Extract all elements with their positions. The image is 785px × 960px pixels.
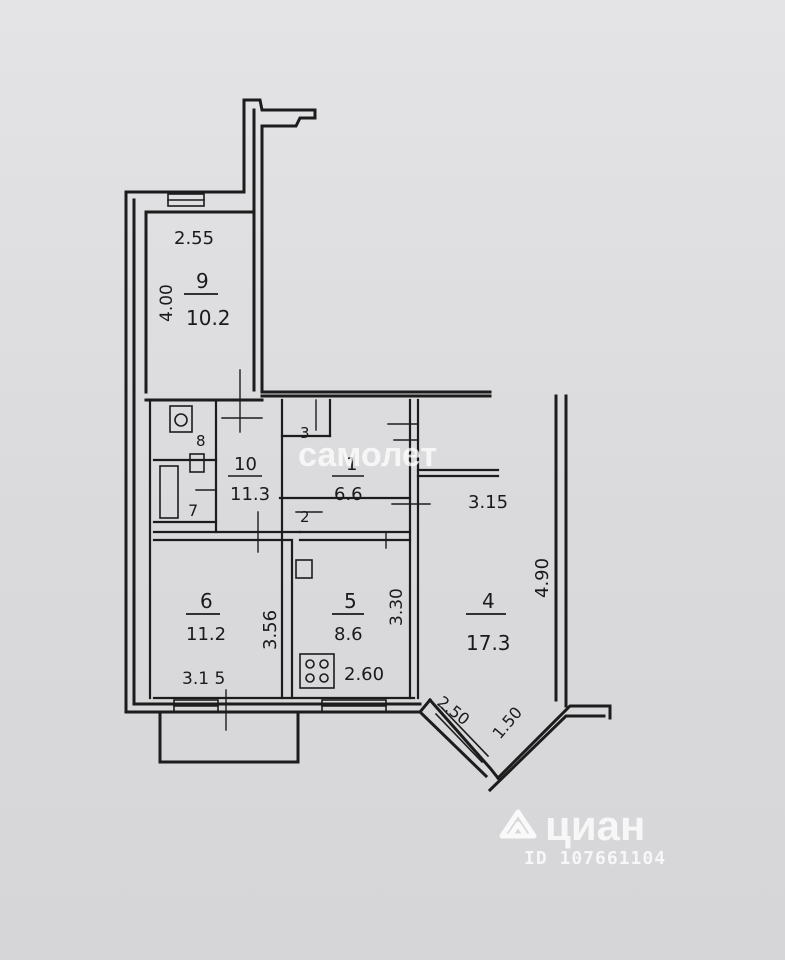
room-4-area: 17.3 — [466, 631, 511, 655]
samolet-watermark: самолет — [298, 436, 438, 474]
dim-room9-length: 4.00 — [157, 284, 177, 322]
dim-room4-width: 3.15 — [468, 492, 508, 513]
dim-room5-width: 2.60 — [344, 664, 384, 685]
room-6-number: 6 — [200, 589, 213, 613]
dim-bay-side-a: 2.50 — [434, 692, 474, 729]
room-4-number: 4 — [482, 589, 495, 613]
dim-room6-length: 3.56 — [260, 610, 281, 650]
listing-id-watermark: ID 107661104 — [524, 848, 667, 869]
room-9-area: 10.2 — [186, 306, 231, 330]
dim-bay-side-b: 1.50 — [489, 703, 526, 743]
room-10-area: 11.3 — [230, 484, 270, 505]
outer-walls — [124, 98, 612, 793]
cian-logo-icon — [499, 809, 537, 839]
room-3-number: 3 — [300, 424, 310, 442]
fixtures — [159, 405, 335, 689]
interior-walls — [148, 398, 500, 700]
room-5-area: 8.6 — [334, 624, 363, 645]
room-9-number: 9 — [196, 269, 209, 293]
room-labels: 9 10.2 10 11.3 1 6.6 6 11.2 5 8.6 4 17.3… — [184, 269, 511, 655]
room-8-number: 8 — [196, 432, 206, 450]
room-6-area: 11.2 — [186, 624, 226, 645]
dim-room6-width: 3.1 5 — [182, 669, 225, 689]
room-2-number: 2 — [300, 508, 310, 526]
dim-room9-width: 2.55 — [174, 228, 214, 249]
room-5-number: 5 — [344, 589, 357, 613]
cian-watermark: циан — [545, 802, 646, 849]
windows — [167, 193, 490, 764]
door-marks — [195, 369, 431, 731]
room-10-number: 10 — [234, 454, 257, 475]
room-1-number: 1 — [346, 454, 357, 475]
room-1-area: 6.6 — [334, 484, 363, 505]
dim-room5-length: 3.30 — [387, 588, 407, 626]
room-7-number: 7 — [188, 501, 198, 520]
dim-room4-length: 4.90 — [532, 558, 553, 598]
